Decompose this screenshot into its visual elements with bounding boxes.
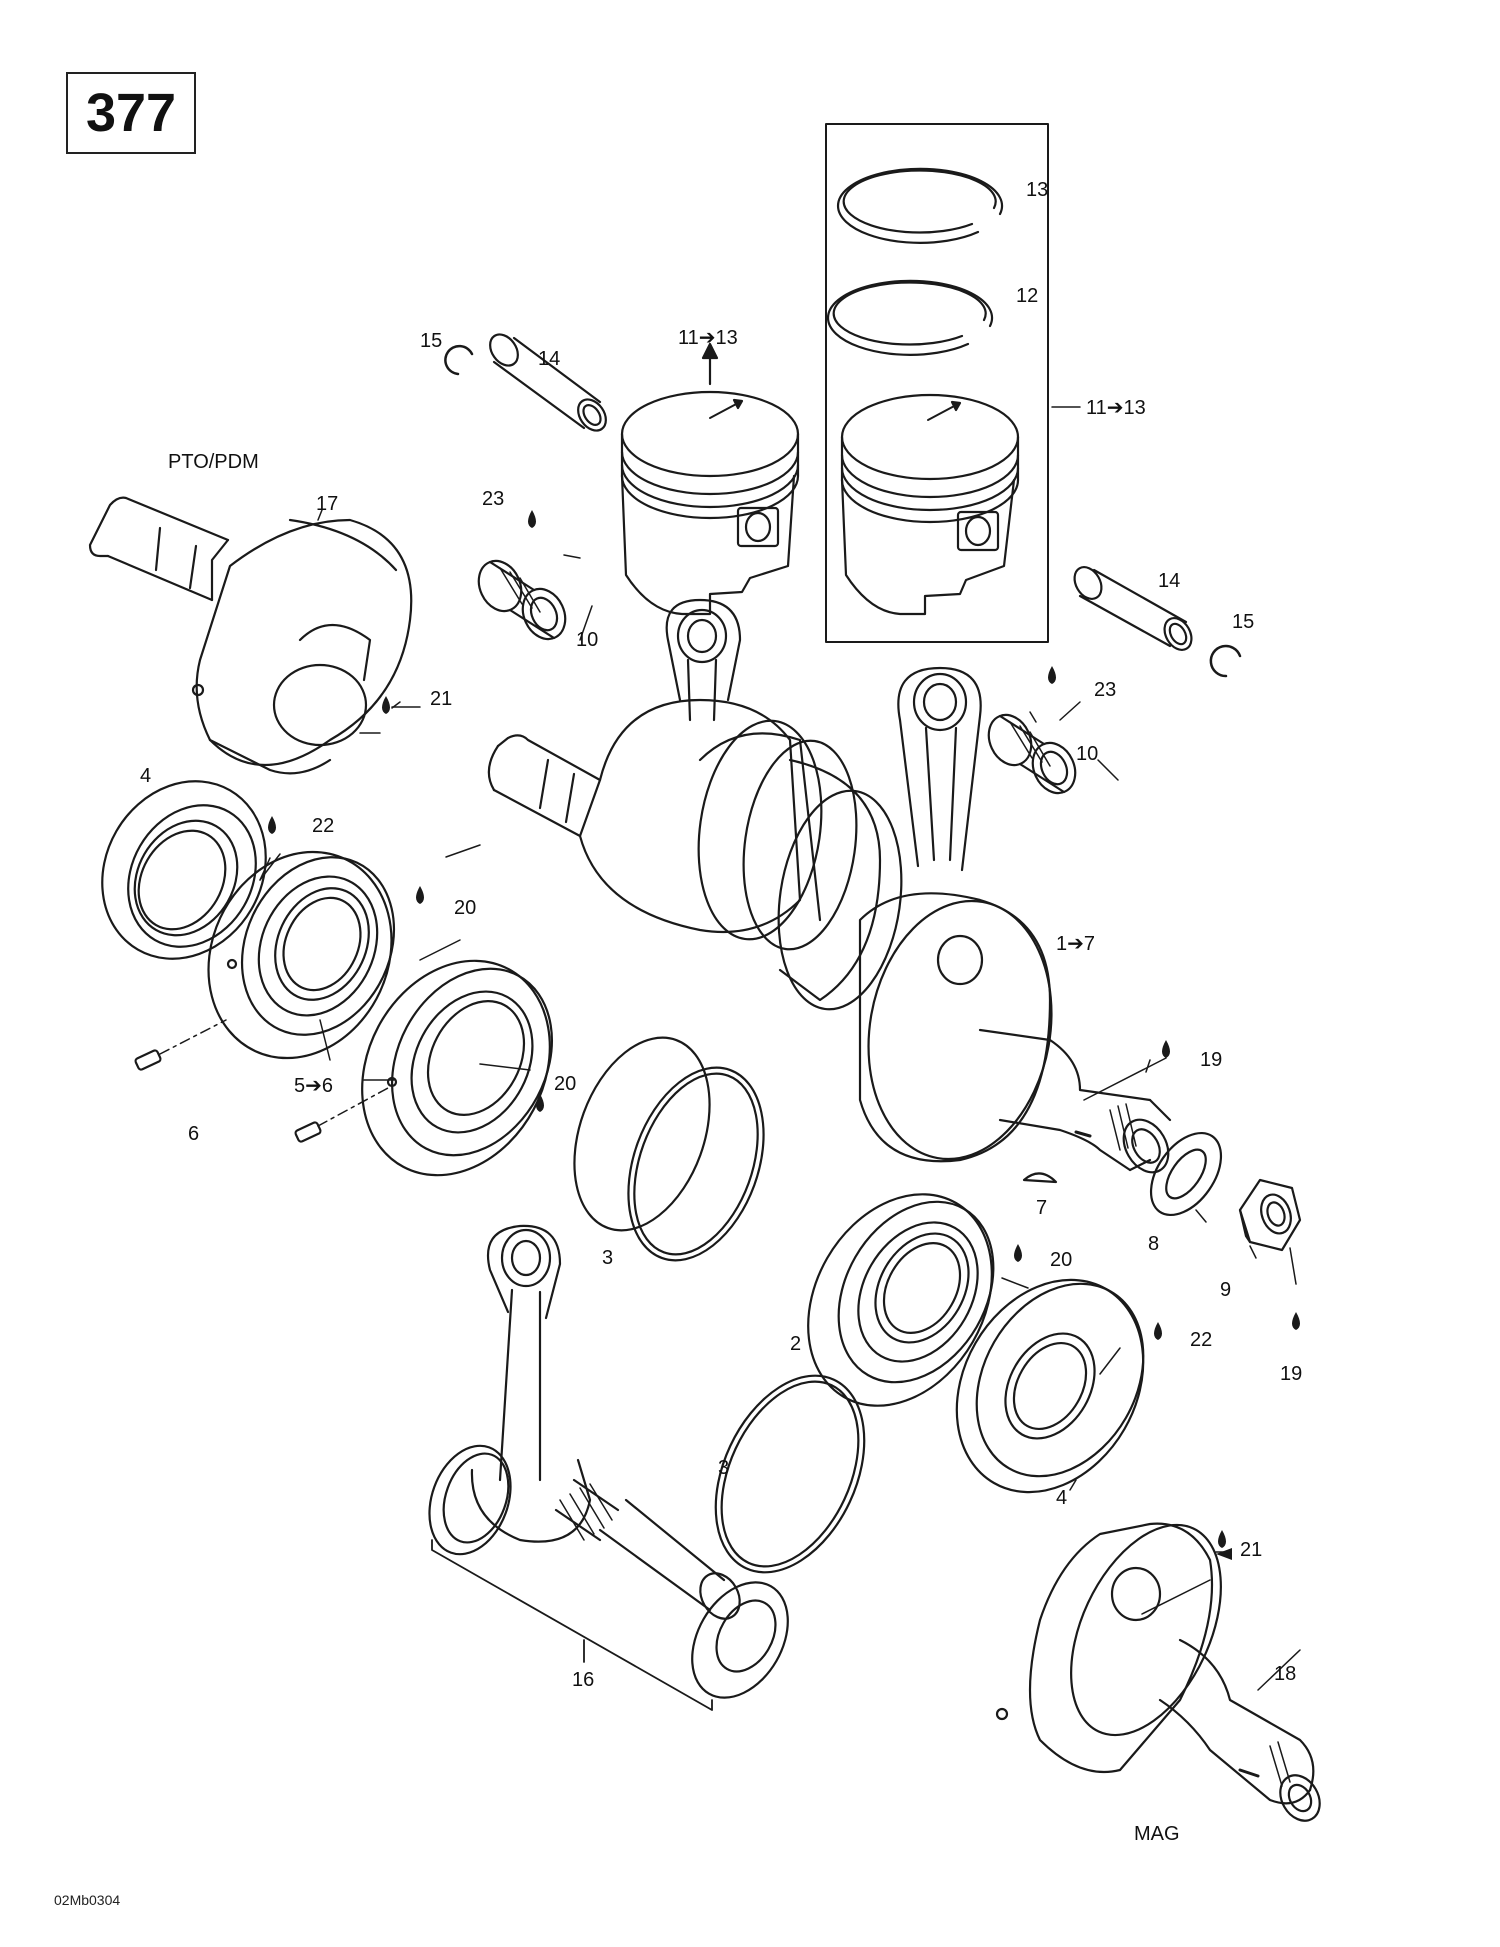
needle-bearing-right: [987, 713, 1077, 795]
pto-crank-half: [88, 496, 413, 775]
oil-seal-top: [101, 780, 267, 960]
oil-drop-icon: [382, 696, 390, 714]
callout-12: 12: [1016, 285, 1038, 307]
wrist-pin-left: [489, 333, 607, 432]
oil-drop-icon: [1162, 1040, 1170, 1058]
callout-22-top: 22: [312, 815, 334, 837]
callout-1-7: 1➔7: [1056, 933, 1095, 955]
callout-7: 7: [1036, 1197, 1047, 1219]
callout-10-right: 10: [1076, 743, 1098, 765]
piston-left: [620, 342, 800, 616]
oil-drop-icon: [1154, 1322, 1162, 1340]
callout-21-lower: 21: [1240, 1539, 1262, 1561]
oil-drop-icon: [268, 816, 276, 834]
hex-nut: [1238, 1178, 1302, 1252]
callout-6: 6: [188, 1123, 199, 1145]
callout-18: 18: [1274, 1663, 1296, 1685]
dowel-pins: [134, 1019, 389, 1143]
mag-crank-half: [995, 1522, 1321, 1822]
needle-bearing-left: [477, 559, 567, 641]
piston-ring-13: [836, 167, 1004, 244]
callout-4-lower: 4: [1056, 1487, 1067, 1509]
oil-drop-icon: [1292, 1312, 1300, 1330]
callout-17: 17: [316, 493, 338, 515]
callout-21-left: 21: [430, 688, 452, 710]
mag-side-label: MAG: [1134, 1823, 1180, 1845]
callout-15-left: 15: [420, 330, 442, 352]
oil-drop-icon: [1014, 1244, 1022, 1262]
callout-8: 8: [1148, 1233, 1159, 1255]
connecting-rod-kit: [428, 1224, 789, 1711]
callout-10-left: 10: [576, 629, 598, 651]
piston-ring-12: [826, 279, 994, 356]
oil-drop-icon: [416, 886, 424, 904]
lubrication-drop-icons: [268, 510, 1300, 1548]
piston-in-kit: [840, 393, 1020, 616]
callout-20-lower: 20: [1050, 1249, 1072, 1271]
callout-9: 9: [1220, 1279, 1231, 1301]
callout-20-mid: 20: [554, 1073, 576, 1095]
callout-23-right: 23: [1094, 679, 1116, 701]
oil-seal-lower: [955, 1278, 1145, 1494]
circlip-right: [1209, 644, 1242, 678]
ball-bearing-main-lower: [807, 1193, 995, 1407]
piston-kit-frame: [825, 123, 1049, 643]
callout-22-lower: 22: [1190, 1329, 1212, 1351]
callout-13: 13: [1026, 179, 1048, 201]
crankshaft-assembly: [487, 598, 1172, 1174]
o-rings-upper: [573, 1036, 765, 1262]
callout-23-left: 23: [482, 488, 504, 510]
circlip-left: [444, 344, 474, 376]
woodruff-key: [1022, 1172, 1058, 1184]
leader-arrowheads: [1216, 1548, 1232, 1560]
callout-19-shaft: 19: [1200, 1049, 1222, 1071]
callout-11-13-kit: 11➔13: [1086, 397, 1146, 419]
callout-3-lower: 3: [718, 1457, 729, 1479]
oil-drop-icon: [1048, 666, 1056, 684]
callout-19-nut: 19: [1280, 1363, 1302, 1385]
callout-4-top: 4: [140, 765, 151, 787]
callout-2: 2: [790, 1333, 801, 1355]
callout-15-right: 15: [1232, 611, 1254, 633]
leader-lines: [259, 406, 1301, 1691]
callout-3-upper: 3: [602, 1247, 613, 1269]
callout-5-6: 5➔6: [294, 1075, 333, 1097]
callout-16: 16: [572, 1669, 594, 1691]
callout-11-13-piston: 11➔13: [678, 327, 738, 349]
pto-side-label: PTO/PDM: [168, 451, 259, 473]
drawing-code: 02Mb0304: [54, 1892, 121, 1908]
ball-bearing-lower: [361, 959, 554, 1177]
ball-bearing-upper: [207, 850, 396, 1060]
page-number-box: 377: [66, 72, 196, 154]
callout-14-left: 14: [538, 348, 560, 370]
callout-20-upper: 20: [454, 897, 476, 919]
oil-drop-icon: [536, 1094, 544, 1112]
lock-washer: [1149, 1131, 1223, 1217]
callout-14-right: 14: [1158, 570, 1180, 592]
callout-labels: 13 12 11➔13 11➔13 15 14 23 10 17 21 14 1…: [140, 179, 1302, 1845]
oil-drop-icon: [1218, 1530, 1226, 1548]
oil-drop-icon: [528, 510, 536, 528]
o-ring-lower: [714, 1374, 866, 1574]
wrist-pin-right: [1073, 566, 1193, 651]
